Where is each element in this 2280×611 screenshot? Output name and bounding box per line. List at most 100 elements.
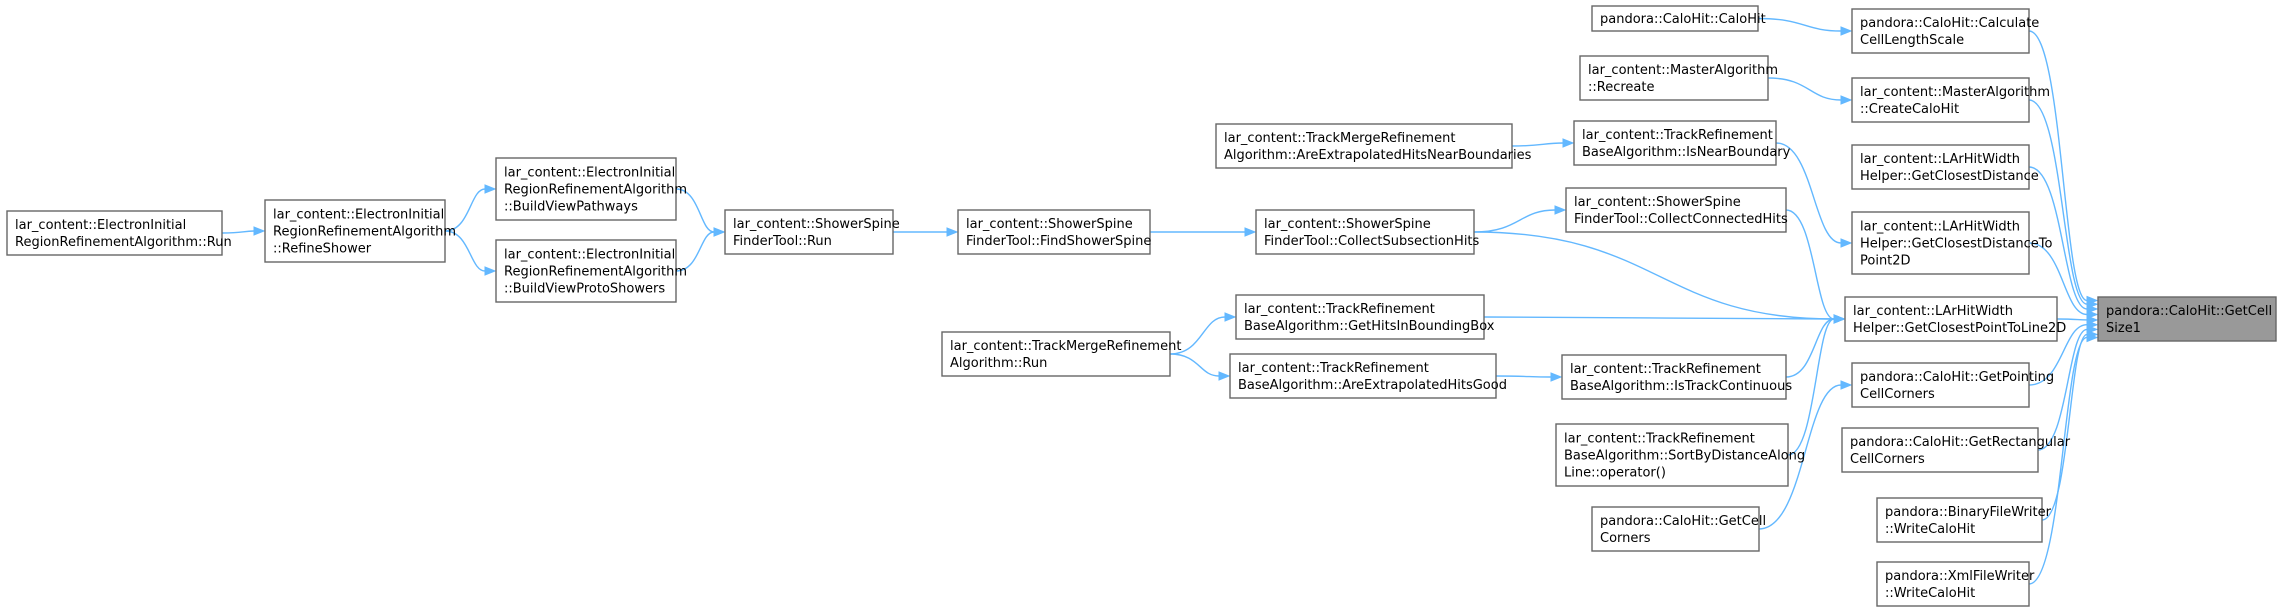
node-label-line: ::CreateCaloHit — [1860, 102, 1959, 117]
node-label-line: pandora::CaloHit::GetRectangular — [1850, 435, 2071, 450]
edge-spinerun-to-findshowerspine — [892, 227, 959, 237]
edge-findshowerspine-to-collectsubsection — [1149, 227, 1257, 237]
edge-refineshower-to-buildproto — [444, 230, 497, 276]
node-istrackcont[interactable]: lar_content::TrackRefinementBaseAlgorith… — [1561, 354, 1792, 400]
node-box — [1573, 120, 1777, 166]
node-label-line: lar_content::TrackRefinement — [1582, 128, 1773, 143]
edge-collectsubsection-to-closestpointline — [1473, 231, 1846, 324]
node-label-line: pandora::CaloHit::GetCell — [1600, 514, 1766, 529]
node-areextrapgood[interactable]: lar_content::TrackRefinementBaseAlgorith… — [1229, 353, 1507, 399]
node-label-line: lar_content::LArHitWidth — [1860, 220, 2020, 235]
node-box — [1591, 506, 1760, 552]
edge-collectsubsection-to-collectconnected — [1473, 205, 1567, 233]
node-box — [957, 209, 1151, 255]
node-box — [1876, 497, 2043, 543]
node-label-line: Helper::GetClosestPointToLine2D — [1853, 321, 2066, 336]
edge-binarywrite-to-getcellsize1 — [2041, 329, 2099, 521]
node-box — [1215, 123, 1513, 169]
node-label-line: lar_content::LArHitWidth — [1860, 152, 2020, 167]
node-xmlwrite[interactable]: pandora::XmlFileWriter::WriteCaloHit — [1876, 561, 2035, 607]
node-eirrun[interactable]: lar_content::ElectronInitialRegionRefine… — [6, 210, 232, 256]
node-box — [1565, 187, 1787, 233]
node-sortbydist[interactable]: lar_content::TrackRefinementBaseAlgorith… — [1555, 423, 1805, 487]
node-label-line: FinderTool::CollectConnectedHits — [1574, 212, 1788, 227]
node-label-line: pandora::BinaryFileWriter — [1885, 505, 2052, 520]
node-label-line: pandora::CaloHit::Calculate — [1860, 16, 2039, 31]
node-label-line: Algorithm::AreExtrapolatedHitsNearBounda… — [1224, 148, 1532, 163]
node-label-line: RegionRefinementAlgorithm — [504, 265, 687, 280]
node-label-line: pandora::CaloHit::GetPointing — [1860, 370, 2054, 385]
node-areextrapnear[interactable]: lar_content::TrackMergeRefinementAlgorit… — [1215, 123, 1532, 169]
node-findshowerspine[interactable]: lar_content::ShowerSpineFinderTool::Find… — [957, 209, 1151, 255]
node-box — [724, 209, 894, 255]
node-label-line: lar_content::TrackRefinement — [1564, 432, 1755, 447]
node-closestdistance[interactable]: lar_content::LArHitWidthHelper::GetClose… — [1851, 144, 2039, 190]
node-calcellscale[interactable]: pandora::CaloHit::CalculateCellLengthSca… — [1851, 8, 2039, 54]
edge-calohit-to-calcellscale — [1757, 17, 1853, 36]
node-label-line: ::BuildViewProtoShowers — [504, 282, 665, 297]
node-label-line: BaseAlgorithm::IsNearBoundary — [1582, 145, 1791, 160]
edge-istrackcont-to-closestpointline — [1785, 314, 1846, 378]
node-label-line: lar_content::ShowerSpine — [966, 217, 1133, 232]
node-label-line: lar_content::TrackRefinement — [1570, 362, 1761, 377]
node-label-line: pandora::CaloHit::CaloHit — [1600, 12, 1766, 27]
node-label-line: Helper::GetClosestDistance — [1860, 169, 2039, 184]
edge-calcellscale-to-getcellsize1 — [2028, 30, 2099, 306]
node-refineshower[interactable]: lar_content::ElectronInitialRegionRefine… — [264, 199, 456, 263]
node-collectsubsection[interactable]: lar_content::ShowerSpineFinderTool::Coll… — [1255, 209, 1480, 255]
node-calohit[interactable]: pandora::CaloHit::CaloHit — [1591, 5, 1766, 32]
node-box — [1841, 427, 2039, 473]
node-label-line: CellCorners — [1850, 452, 1925, 467]
nodes-layer: pandora::CaloHit::GetCellSize1pandora::C… — [6, 5, 2277, 607]
node-label-line: FinderTool::Run — [733, 234, 832, 249]
node-label-line: ::RefineShower — [273, 242, 372, 257]
node-box — [1851, 362, 2030, 408]
node-box — [1255, 209, 1475, 255]
edges-layer — [221, 17, 2099, 585]
edge-refineshower-to-buildpathways — [444, 184, 497, 232]
node-collectconnected[interactable]: lar_content::ShowerSpineFinderTool::Coll… — [1565, 187, 1788, 233]
node-label-line: lar_content::TrackRefinement — [1244, 302, 1435, 317]
node-box — [495, 239, 677, 303]
node-label-line: CellCorners — [1860, 387, 1935, 402]
node-binarywrite[interactable]: pandora::BinaryFileWriter::WriteCaloHit — [1876, 497, 2052, 543]
node-label-line: pandora::CaloHit::GetCell — [2106, 304, 2272, 319]
node-box — [1579, 55, 1769, 101]
node-createcalohit[interactable]: lar_content::MasterAlgorithm::CreateCalo… — [1851, 77, 2050, 123]
node-recreate[interactable]: lar_content::MasterAlgorithm::Recreate — [1579, 55, 1778, 101]
edge-tmrrun-to-hitsinbox — [1169, 312, 1237, 355]
node-tmrrun[interactable]: lar_content::TrackMergeRefinementAlgorit… — [941, 331, 1181, 377]
node-label-line: lar_content::TrackMergeRefinement — [1224, 131, 1455, 146]
edge-collectconnected-to-closestpointline — [1785, 209, 1846, 324]
edge-isnearboundary-to-closestdistpoint — [1775, 142, 1853, 248]
node-box — [941, 331, 1171, 377]
node-buildproto[interactable]: lar_content::ElectronInitialRegionRefine… — [495, 239, 687, 303]
node-label-line: Helper::GetClosestDistanceTo — [1860, 237, 2053, 252]
node-label-line: RegionRefinementAlgorithm::Run — [15, 235, 232, 250]
node-box — [1591, 5, 1759, 32]
node-box — [1561, 354, 1787, 400]
node-isnearboundary[interactable]: lar_content::TrackRefinementBaseAlgorith… — [1573, 120, 1791, 166]
node-label-line: lar_content::ShowerSpine — [733, 217, 900, 232]
edge-areextrapnear-to-isnearboundary — [1511, 138, 1575, 148]
node-box — [264, 199, 446, 263]
node-label-line: BaseAlgorithm::SortByDistanceAlong — [1564, 449, 1805, 464]
node-label-line: pandora::XmlFileWriter — [1885, 569, 2035, 584]
node-closestpointline[interactable]: lar_content::LArHitWidthHelper::GetClose… — [1844, 296, 2066, 342]
node-box — [6, 210, 223, 256]
node-label-line: Size1 — [2106, 321, 2141, 336]
node-label-line: Algorithm::Run — [950, 356, 1047, 371]
node-box — [1229, 353, 1497, 399]
node-hitsinbox[interactable]: lar_content::TrackRefinementBaseAlgorith… — [1235, 294, 1495, 340]
edge-xmlwrite-to-getcellsize1 — [2028, 332, 2099, 585]
node-closestdistpoint[interactable]: lar_content::LArHitWidthHelper::GetClose… — [1851, 211, 2053, 275]
node-label-line: lar_content::ElectronInitial — [504, 166, 675, 181]
node-label-line: lar_content::TrackRefinement — [1238, 361, 1429, 376]
node-getrect[interactable]: pandora::CaloHit::GetRectangularCellCorn… — [1841, 427, 2071, 473]
node-buildpathways[interactable]: lar_content::ElectronInitialRegionRefine… — [495, 157, 687, 221]
